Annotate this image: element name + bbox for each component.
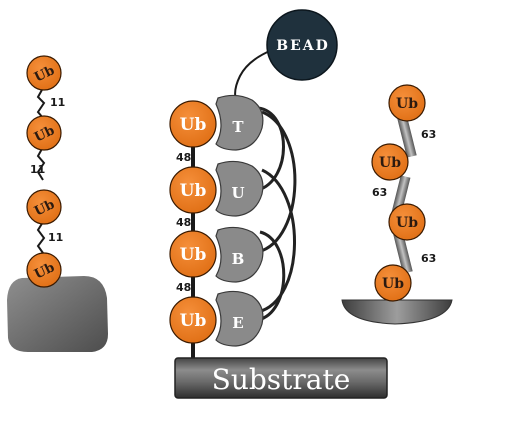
center-link-label-2: 48	[176, 216, 191, 229]
tube-letter-t: T	[232, 118, 244, 136]
center-link-label-1: 48	[176, 151, 191, 164]
right-linker-1	[397, 116, 417, 158]
left-link-label-3: 11	[48, 231, 63, 244]
left-link-label-2: 11	[30, 163, 45, 176]
right-link-label-1: 63	[421, 128, 436, 141]
left-ub-3	[26, 189, 62, 225]
tube-letter-b: B	[232, 250, 245, 268]
left-k11-chain: Ub Ub Ub Ub 11 11 11	[7, 55, 108, 352]
left-ub-2	[26, 115, 62, 151]
right-ub-3-label: Ub	[396, 215, 418, 231]
center-ub-2	[169, 166, 217, 214]
right-ub-1-label: Ub	[396, 96, 418, 112]
center-link-label-3: 48	[176, 281, 191, 294]
right-ub-3	[388, 203, 426, 241]
center-ub-1-label: Ub	[180, 115, 207, 135]
tube-linker-arc-2	[257, 110, 297, 254]
substrate-label: Substrate	[212, 363, 351, 396]
left-ub-1	[26, 55, 62, 91]
center-ub-1	[169, 100, 217, 148]
center-ub-3	[169, 230, 217, 278]
tube-letter-u: U	[231, 184, 244, 202]
center-ub-4	[169, 296, 217, 344]
tube-linker-arc-1	[257, 106, 285, 192]
tube-linker-arc-3	[257, 168, 296, 314]
center-ub-4-label: Ub	[180, 311, 207, 331]
tube-linker-arc-4	[257, 230, 286, 322]
uba-domain-e	[215, 290, 264, 347]
left-substrate-blob	[7, 276, 108, 352]
right-ub-1	[388, 84, 426, 122]
center-ub-2-label: Ub	[180, 181, 207, 201]
center-tube-assembly: BEAD T U B E Ub Ub Ub Ub 48 48 48 Substr…	[169, 9, 388, 399]
right-ub-2-label: Ub	[379, 155, 401, 171]
left-link-label-1: 11	[50, 96, 65, 109]
left-linker-1	[36, 87, 46, 119]
right-ub-2	[371, 143, 409, 181]
right-link-label-2: 63	[372, 186, 387, 199]
uba-domain-u	[215, 160, 264, 217]
right-k63-chain: Ub Ub Ub Ub 63 63 63	[341, 84, 453, 325]
center-ub-3-label: Ub	[180, 245, 207, 265]
right-substrate-dish	[341, 299, 453, 325]
substrate-bar	[174, 357, 388, 399]
bead	[266, 9, 338, 81]
uba-domain-b	[215, 226, 264, 283]
right-ub-4	[374, 264, 412, 302]
tube-letter-e: E	[232, 314, 243, 332]
right-linker-2	[391, 175, 411, 215]
bead-tether	[234, 49, 273, 101]
left-linker-2	[36, 146, 46, 181]
right-ub-4-label: Ub	[382, 276, 404, 292]
left-ub-4	[26, 252, 62, 288]
left-linker-3	[36, 221, 46, 254]
right-linker-3	[393, 232, 413, 274]
bead-label: BEAD	[276, 38, 330, 54]
uba-domain-t	[215, 94, 264, 151]
right-link-label-3: 63	[421, 252, 436, 265]
